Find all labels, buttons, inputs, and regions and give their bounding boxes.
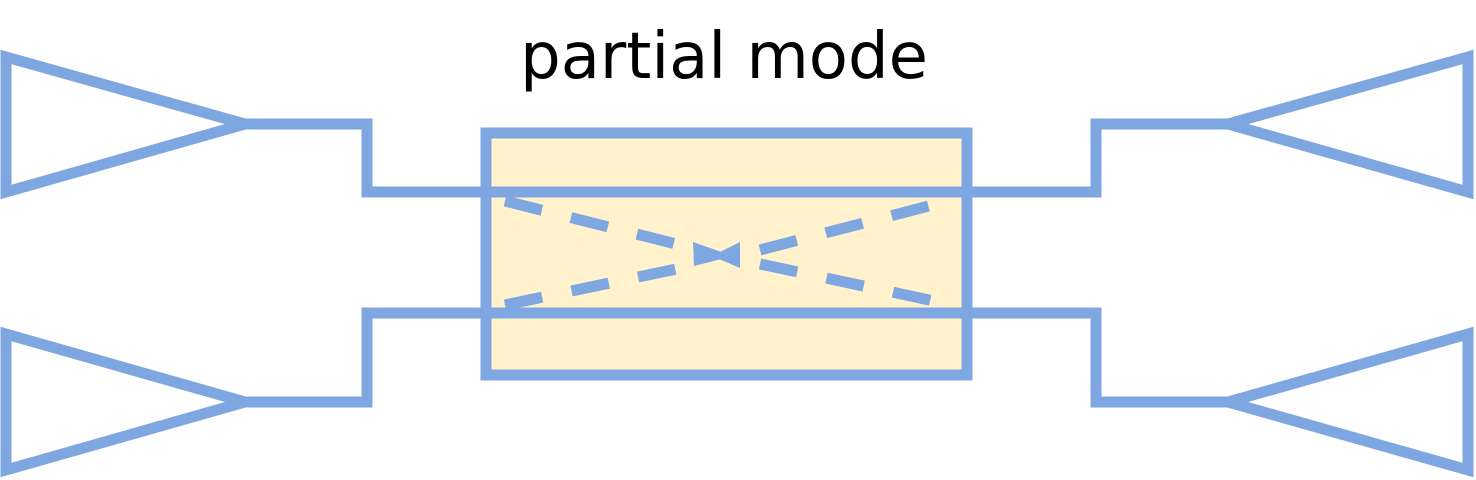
diagram-title: partial mode [520,20,928,94]
right-top-taper [1207,49,1474,200]
upper-waveguide [245,118,1228,198]
cross-arrow-right-icon [693,242,733,266]
cross-path-up-in [503,258,702,311]
cross-arrow-left-icon [712,242,740,268]
cross-path-down-in [503,195,702,256]
cross-path-up-out [758,195,950,256]
cross-path-down-out [758,258,950,310]
right-bottom-taper [1207,326,1474,478]
left-top-taper [0,49,266,200]
lower-waveguide [245,307,1228,408]
left-bottom-taper [0,326,266,478]
